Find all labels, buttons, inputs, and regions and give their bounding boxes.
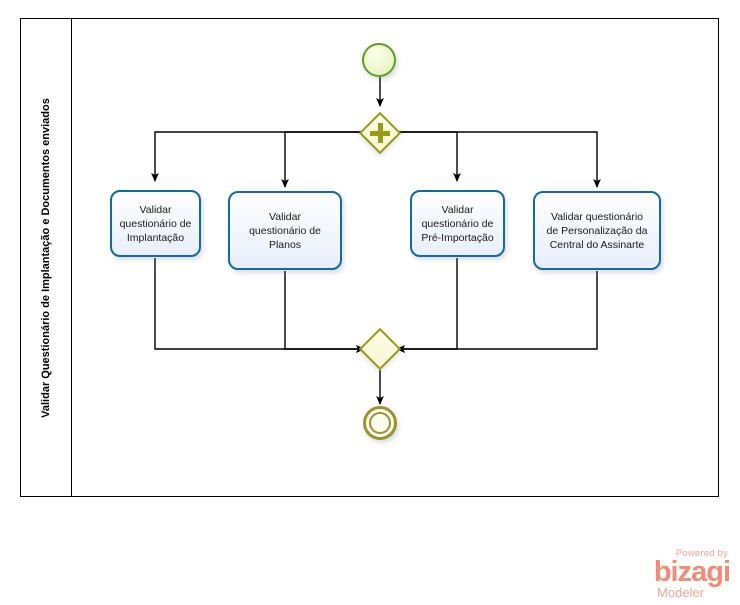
- gateway-diamond-shape: [358, 327, 402, 371]
- task-validar-questionario-implantacao[interactable]: Validar questionário de Implantação: [110, 190, 201, 257]
- task-line-1: Validar: [269, 210, 301, 223]
- task-line-2: questionário de: [119, 217, 192, 230]
- lane-title: Validar Questionário de Implantação e Do…: [39, 97, 52, 418]
- end-event-inner-ring: [369, 412, 391, 434]
- lane-header: Validar Questionário de Implantação e Do…: [20, 18, 72, 497]
- task-validar-questionario-planos[interactable]: Validar questionário de Planos: [228, 191, 342, 270]
- watermark-brand: bizagi: [653, 556, 731, 588]
- task-line-2: questionário de: [249, 224, 321, 237]
- task-line-3: Central do Assinarte: [549, 238, 645, 251]
- task-line-1: Validar questionário: [550, 210, 644, 223]
- task-line-3: Pré-Importação: [421, 231, 494, 244]
- end-event[interactable]: [363, 406, 397, 440]
- task-validar-questionario-pre-importacao[interactable]: Validar questionário de Pré-Importação: [410, 190, 505, 257]
- parallel-marker-vertical-icon: [377, 123, 383, 143]
- task-validar-questionario-personalizacao-central[interactable]: Validar questionário de Personalização d…: [533, 191, 661, 270]
- task-line-3: Implantação: [126, 231, 185, 244]
- task-line-2: de Personalização da: [546, 224, 648, 237]
- task-line-2: questionário de: [421, 217, 494, 230]
- task-line-1: Validar: [139, 203, 172, 216]
- start-event[interactable]: [362, 43, 396, 77]
- bizagi-watermark: Powered by bizagi Modeler: [612, 548, 731, 600]
- watermark-product: Modeler: [657, 585, 704, 600]
- watermark-powered-by: Powered by: [675, 548, 728, 559]
- gateway-join[interactable]: [358, 327, 402, 371]
- task-line-1: Validar: [441, 203, 474, 216]
- task-line-3: Planos: [268, 238, 302, 251]
- parallel-gateway-split[interactable]: [358, 111, 402, 155]
